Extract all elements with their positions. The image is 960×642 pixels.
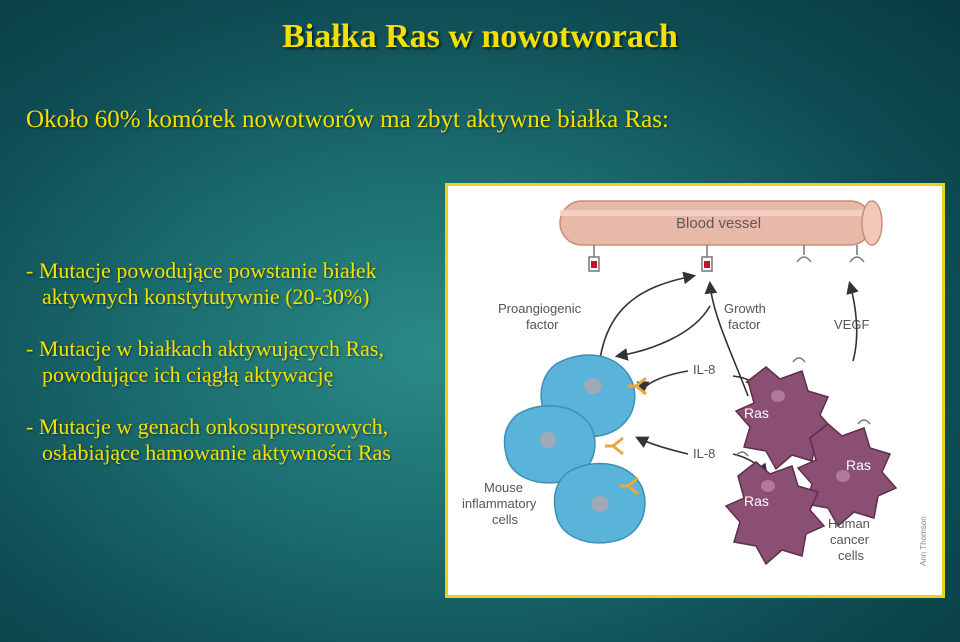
illustrator-credit: Ann Thomson (919, 516, 928, 566)
blood-vessel: Blood vessel (559, 200, 883, 246)
bullet-line: aktywnych konstytutywnie (20-30%) (42, 284, 370, 309)
mouse-cells-label: Mouse (484, 480, 523, 495)
growth-factor-label: Growth (724, 301, 766, 316)
cancer-cell-nuclei (761, 390, 850, 492)
vegf-label: VEGF (834, 317, 869, 332)
vessel-receptors (588, 245, 865, 272)
mouse-cells-label: inflammatory (462, 496, 537, 511)
mouse-cells-label: cells (492, 512, 519, 527)
ras-diagram-figure: Blood vessel Proangiogenic factor Growth… (445, 183, 945, 598)
cancer-cell-receptors (735, 357, 871, 457)
ras-label: Ras (846, 457, 871, 473)
growth-factor-label: factor (728, 317, 761, 332)
bullet-line: - Mutacje powodujące powstanie białek (26, 258, 377, 283)
human-cells-label: cancer (830, 532, 870, 547)
slide-title: Białka Ras w nowotworach (282, 18, 678, 55)
il8-label: IL-8 (693, 446, 715, 461)
bullet-line: - Mutacje w białkach aktywujących Ras, (26, 336, 384, 361)
bullet-line: osłabiające hamowanie aktywności Ras (42, 440, 391, 465)
bullet-list: - Mutacje powodujące powstanie białek ak… (26, 258, 446, 492)
bullet-item: - Mutacje w genach onkosupresorowych, os… (26, 414, 446, 466)
bullet-line: powodujące ich ciągłą aktywację (42, 362, 334, 387)
proangiogenic-label: factor (526, 317, 559, 332)
proangiogenic-label: Proangiogenic (498, 301, 582, 316)
mouse-inflammatory-cells (503, 354, 647, 544)
ras-diagram: Blood vessel Proangiogenic factor Growth… (462, 200, 928, 566)
ras-label: Ras (744, 405, 769, 421)
blood-vessel-label: Blood vessel (676, 215, 761, 232)
bullet-line: - Mutacje w genach onkosupresorowych, (26, 414, 389, 439)
human-cancer-cells (724, 366, 898, 566)
human-cells-label: Human (828, 516, 870, 531)
bullet-item: - Mutacje powodujące powstanie białek ak… (26, 258, 446, 310)
slide-subtitle: Około 60% komórek nowotworów ma zbyt akt… (26, 106, 669, 133)
human-cells-label: cells (838, 548, 865, 563)
ras-label: Ras (744, 493, 769, 509)
bullet-item: - Mutacje w białkach aktywujących Ras, p… (26, 336, 446, 388)
il8-label: IL-8 (693, 362, 715, 377)
